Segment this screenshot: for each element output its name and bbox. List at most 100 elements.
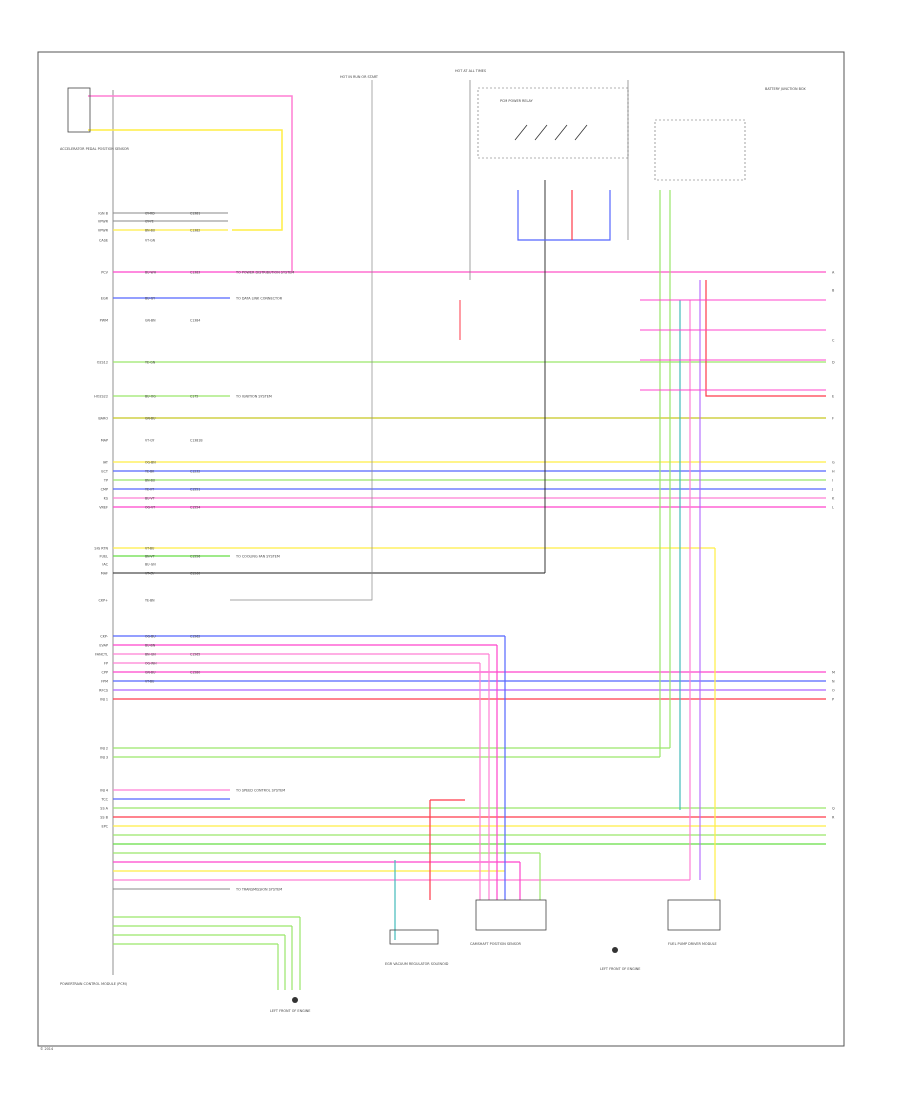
pcm-pin-label: INJ 2 xyxy=(100,747,108,751)
cmp-connector-box xyxy=(475,899,547,931)
wire-code-label: YE-BK xyxy=(145,470,155,474)
right-ref-label: P xyxy=(832,698,834,702)
pcm-pin-label: SS A xyxy=(100,807,108,811)
wire-code-label: VT-GY xyxy=(145,439,154,443)
pcm-pin-label: IAC xyxy=(102,563,108,567)
right-ref-label: I xyxy=(832,479,833,483)
pcm-pin-label: VREF xyxy=(99,506,108,510)
connector-id-label: C1383 xyxy=(190,271,200,275)
right-ref-label: R xyxy=(832,816,835,820)
wire-code-label: OG-VT xyxy=(145,506,155,510)
wire-code-label: BU-GY xyxy=(145,297,155,301)
right-ref-label: J xyxy=(831,488,833,492)
right-ref-label: G xyxy=(832,461,835,465)
right-ref-label: K xyxy=(832,497,835,501)
right-ref-label: Q xyxy=(832,807,835,811)
wire-code-label: GN-BN xyxy=(145,319,156,323)
wires-layer xyxy=(88,80,826,990)
wire-code-label: YE-BN xyxy=(145,599,155,603)
wire-code-label: VT-GN xyxy=(145,239,156,243)
wire-code-label: YE-VT xyxy=(145,488,154,492)
pcm-pin-label: EPC xyxy=(101,825,108,829)
pcm-pin-label: INJ 4 xyxy=(100,789,108,793)
right-ref-label: A xyxy=(832,271,835,275)
relay-box xyxy=(477,87,629,159)
egr-solenoid-box xyxy=(389,929,439,945)
pedal-sensor-label: ACCELERATOR PEDAL POSITION SENSOR xyxy=(60,147,130,151)
wire-code-label: YE-GN xyxy=(145,361,156,365)
relay-coil-wire xyxy=(517,190,611,241)
fpdm-connector-box xyxy=(667,899,721,931)
pcm-pin-label: PWM xyxy=(100,319,108,323)
pedal-sensor-wire-1 xyxy=(88,95,826,273)
pcm-pin-label: FUEL xyxy=(100,555,109,559)
fuse-hot-run-label: HOT IN RUN OR START xyxy=(340,75,379,79)
pcm-pin-label: CASE xyxy=(99,239,108,243)
diagram-frame xyxy=(37,51,845,1047)
ign-feed-wire xyxy=(230,80,373,601)
ground-point-2 xyxy=(612,947,618,953)
wire-code-label: VT-BU xyxy=(145,547,155,551)
wire-code-label: VT-BU xyxy=(145,680,155,684)
connector-id-label: C1580 xyxy=(190,671,200,675)
pcm-pin-label: FPM xyxy=(101,680,108,684)
connector-id-label: C175 xyxy=(190,395,198,399)
wire-code-label: OG-BN xyxy=(145,461,156,465)
connector-id-label: C1382 xyxy=(190,229,200,233)
drop-red-right xyxy=(705,280,826,397)
wire-code-label: BU-OG xyxy=(145,395,156,399)
right-ref-label: D xyxy=(832,361,835,365)
pcm-pin-label: FANCTL xyxy=(95,653,108,657)
fuse-hot-at-all-label: HOT AT ALL TIMES xyxy=(455,69,486,73)
relay-switch-3 xyxy=(574,124,588,141)
wire-code-label: VT-GY xyxy=(145,572,154,576)
wire-code-label: BU-BN xyxy=(145,644,156,648)
wire-code-label: BN-GN xyxy=(145,653,156,657)
pcm-pin-label: CMP xyxy=(101,488,108,492)
wire-code-label: GY-YE xyxy=(145,220,154,224)
pcm-pin-label: CPP xyxy=(102,671,108,675)
right-ref-label: B xyxy=(832,289,835,293)
note-label: TO POWER DISTRIBUTION SYSTEM xyxy=(235,271,294,275)
wire-code-label: BU-VT xyxy=(145,497,155,501)
pcm-pin-label: HO2S22 xyxy=(94,395,108,399)
right-ref-label: C xyxy=(832,339,835,343)
pcm-label: POWERTRAIN CONTROL MODULE (PCM) xyxy=(60,982,128,986)
relay-switch-2 xyxy=(554,124,568,141)
wire-code-label: OG-BU xyxy=(145,635,156,639)
right-ref-label: H xyxy=(832,470,835,474)
connector-id-label: C1554 xyxy=(190,506,200,510)
pcm-pin-label: SIG RTN xyxy=(94,547,108,551)
wire-code-label: BN-VT xyxy=(145,555,155,559)
pcm-pin-label: EGR xyxy=(101,297,109,301)
relay-switch-1 xyxy=(534,124,548,141)
pcm-pin-label: MAF xyxy=(101,572,108,576)
lower-label-1: LEFT FRONT OF ENGINE xyxy=(270,1009,310,1013)
pcm-pin-label: BARO xyxy=(98,417,108,421)
wire-code-label: GN-BU xyxy=(145,671,156,675)
wire-code-label: GY-RD xyxy=(145,212,155,216)
connector-id-label: C1384 xyxy=(190,319,200,323)
right-ref-label: N xyxy=(832,680,835,684)
pcm-pin-label: INJ 3 xyxy=(100,756,108,760)
pcm-pin-label: MAP xyxy=(101,439,108,443)
lower-label-4: LEFT FRONT OF ENGINE xyxy=(600,967,640,971)
connector-id-label: C1556 xyxy=(190,555,200,559)
wire-code-label: BN-BU xyxy=(145,479,156,483)
connector-id-label: C1560 xyxy=(190,572,200,576)
pcm-pin-label: CKP+ xyxy=(99,599,109,603)
pcm-pin-label: IGN B xyxy=(98,212,108,216)
connector-id-label: C1551 xyxy=(190,488,200,492)
right-ref-label: L xyxy=(832,506,834,510)
pcm-pin-label: KS xyxy=(104,497,108,501)
relay-switch-0 xyxy=(514,124,528,141)
right-ref-label: E xyxy=(832,395,834,399)
pcm-pin-label: PCV xyxy=(101,271,108,275)
right-ref-label: O xyxy=(832,689,835,693)
pedal-sensor-wire-2 xyxy=(88,129,283,231)
note-label: TO TRANSMISSION SYSTEM xyxy=(235,888,282,892)
right-ref-label: M xyxy=(832,671,835,675)
lower-label-5: FUEL PUMP DRIVER MODULE xyxy=(668,942,717,946)
pcm-pin-label: FP xyxy=(104,662,108,666)
right-ref-label: F xyxy=(832,417,834,421)
